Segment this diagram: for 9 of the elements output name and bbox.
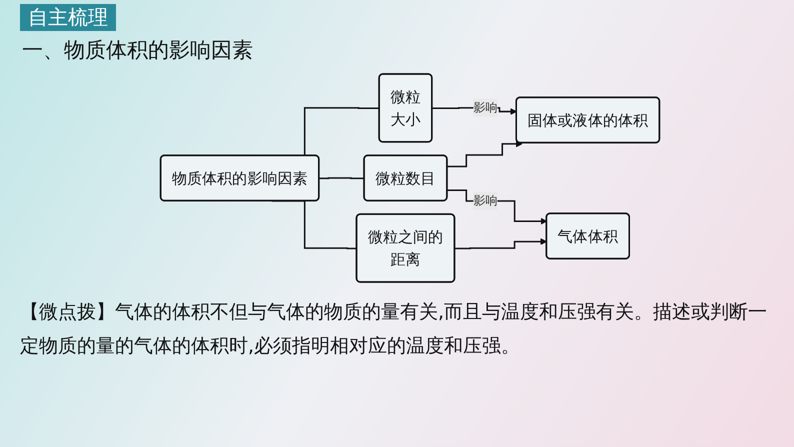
heading: 一、物质体积的影响因素: [22, 37, 253, 64]
arrow: [447, 190, 548, 225]
edge-label: 影响: [473, 193, 498, 208]
section-title: 自主梳理: [20, 4, 116, 31]
connector: [319, 177, 364, 180]
arrow: [454, 238, 548, 250]
edge-label: 影响: [473, 100, 498, 115]
arrow: [447, 140, 523, 168]
note-paragraph: 【微点拨】气体的体积不但与气体的物质的量有关,而且与温度和压强有关。描述或判断一定物质的量的气体的体积时,必须指明相对应的温度和压强。: [20, 300, 768, 359]
